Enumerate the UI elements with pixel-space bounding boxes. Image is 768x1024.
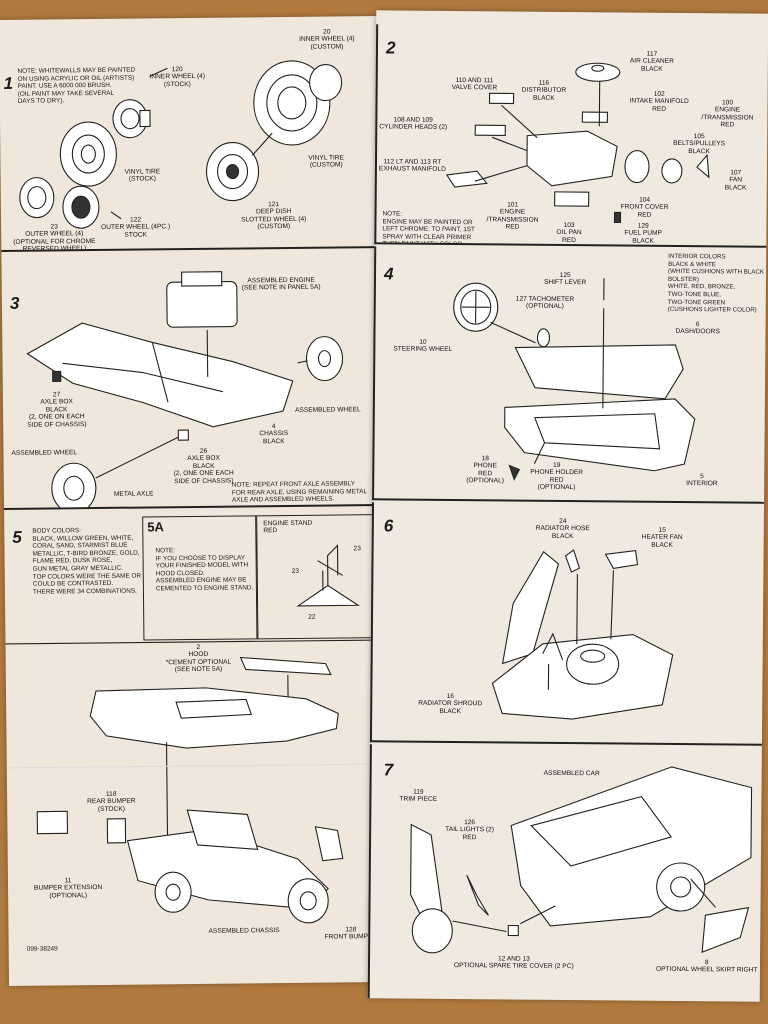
label-inner-wheel-custom: 20 INNER WHEEL (4) (custom) <box>299 28 355 51</box>
label-heater-fan: 15 HEATER FAN BLACK <box>641 526 683 549</box>
label-interior: 5 INTERIOR <box>686 473 718 488</box>
label-assembled-engine: ASSEMBLED ENGINE (See note in panel 5A) <box>241 276 321 292</box>
panel-2-engine: 2 117 AIR CLEANER BLACK 110 AND 111 VALV… <box>374 24 768 248</box>
label-fan: 107 FAN BLACK <box>724 169 747 192</box>
label-wheel-skirt: 8 OPTIONAL WHEEL SKIRT RIGHT <box>655 959 758 975</box>
engine-stand-illustration <box>296 544 360 607</box>
label-radiator-shroud: 16 RADIATOR SHROUD BLACK <box>418 692 483 715</box>
label-inner-wheel-stock: 120 INNER WHEEL (4) (stock) <box>149 66 206 89</box>
label-intake-manifold: 102 INTAKE MANIFOLD RED <box>629 90 689 113</box>
instruction-sheet-right-page: 2 117 AIR CLEANER BLACK 110 AND 111 VALV… <box>367 10 768 1002</box>
label-hood: 2 HOOD *CEMENT OPTIONAL (see note 5A) <box>165 643 232 674</box>
instruction-sheet-left-page: 1 NOTE: WHITEWALLS MAY BE PAINTED ON USI… <box>0 16 388 986</box>
label-radiator-hose: 24 RADIATOR HOSE BLACK <box>535 517 590 540</box>
label-oil-pan: 103 OIL PAN RED <box>556 221 582 244</box>
engine-exploded-illustration <box>445 62 710 224</box>
panel-note: NOTE: REPEAT FRONT AXLE ASSEMBLY FOR REA… <box>231 480 368 504</box>
label-metal-axle: METAL AXLE <box>113 490 154 498</box>
panel-5-body: 5 BODY COLORS: BLACK, WILLOW GREEN, WHIT… <box>4 508 383 982</box>
label-bumper-extension: 11 BUMPER EXTENSION (optional) <box>34 877 103 900</box>
label-engine-transmission-101: 101 ENGINE /TRANSMISSION RED <box>486 201 539 231</box>
panel-6-radiator: 6 24 RADIATOR HOSE BLACK 15 HEATER FAN B… <box>369 502 765 746</box>
sheet-code: 099-38249 <box>26 945 58 953</box>
label-tail-lights: 126 TAIL LIGHTS (2) RED <box>445 819 494 842</box>
label-fuel-pump: 129 FUEL PUMP BLACK <box>624 222 662 245</box>
label-phone-holder: 19 PHONE HOLDER RED (optional) <box>530 461 584 492</box>
assembled-car-illustration <box>410 766 753 954</box>
body-assembly-illustration <box>5 639 381 924</box>
panel-3-chassis: 3 ASSEMBLED ENGINE (See note in panel 5A… <box>1 250 379 510</box>
label-engine-transmission-100: 100 ENGINE /TRANSMISSION RED <box>701 99 754 129</box>
chassis-illustration <box>26 271 344 510</box>
label-front-cover: 104 FRONT COVER RED <box>620 196 669 219</box>
engine-bay-illustration <box>491 549 674 720</box>
panel-7-final-assembly: 7 ASSEMBLED CAR 119 TRIM PIECE 126 TAIL … <box>367 744 762 1002</box>
label-spare-tire-cover: 12 AND 13 OPTIONAL SPARE TIRE COVER (2 P… <box>453 955 574 971</box>
panel-note: NOTE: ENGINE MAY BE PAINTED OR LEFT CHRO… <box>382 210 475 248</box>
label-shift-lever: 125 SHIFT LEVER <box>543 271 587 287</box>
panel-4-interior: 4 INTERIOR COLORS BLACK & WHITE (White c… <box>372 246 767 504</box>
label-assembled-wheel-right: ASSEMBLED WHEEL <box>295 406 361 414</box>
label-trim-piece: 119 TRIM PIECE <box>399 788 438 804</box>
label-belts-pulleys: 105 BELTS/PULLEYS BLACK <box>673 133 726 156</box>
label-chassis: 4 CHASSIS BLACK <box>259 423 289 446</box>
engine-stand-box: ENGINE STAND RED 23 23 22 <box>256 514 378 640</box>
label-tachometer: 127 TACHOMETER (optional) <box>515 295 575 311</box>
panel-1-wheels: 1 NOTE: WHITEWALLS MAY BE PAINTED ON USI… <box>0 24 376 252</box>
label-outer-wheel-optional: 23 OUTER WHEEL (4) (optional for chrome … <box>13 223 96 252</box>
label-distributor: 116 DISTRIBUTOR BLACK <box>521 79 567 102</box>
interior-illustration <box>453 278 696 481</box>
label-valve-cover: 110 AND 111 VALVE COVER <box>451 77 498 92</box>
label-assembled-car: ASSEMBLED CAR <box>543 769 600 778</box>
label-air-cleaner: 117 AIR CLEANER BLACK <box>629 50 674 73</box>
label-phone: 18 PHONE RED (optional) <box>466 455 504 485</box>
label-axle-box-27: 27 AXLE BOX BLACK (2, one on each side o… <box>27 391 87 429</box>
label-rear-bumper: 118 REAR BUMPER (stock) <box>87 790 136 813</box>
label-dash-doors: 6 DASH/DOORS <box>675 321 720 336</box>
wheel-exploded-illustration <box>19 60 343 229</box>
label-exhaust-manifold: 112 LT AND 113 RT EXHAUST MANIFOLD <box>378 158 446 174</box>
label-deep-dish-wheel: 121 DEEP DISH SLOTTED WHEEL (4) (custom) <box>241 201 307 231</box>
label-cylinder-heads: 108 AND 109 CYLINDER HEADS (2) <box>379 116 448 132</box>
label-vinyl-tire-stock: VINYL TIRE (stock) <box>124 168 161 184</box>
label-assembled-wheel-left: ASSEMBLED WHEEL <box>11 449 78 457</box>
label-axle-box-26: 26 AXLE BOX BLACK (2, one one each side … <box>173 447 234 485</box>
label-steering-wheel: 10 STEERING WHEEL <box>393 338 453 354</box>
label-outer-wheel-stock: 122 OUTER WHEEL (4PC.) Stock <box>101 216 171 239</box>
label-assembled-chassis: ASSEMBLED CHASSIS <box>208 927 280 935</box>
label-vinyl-tire-custom: VINYL TIRE (custom) <box>308 154 344 170</box>
